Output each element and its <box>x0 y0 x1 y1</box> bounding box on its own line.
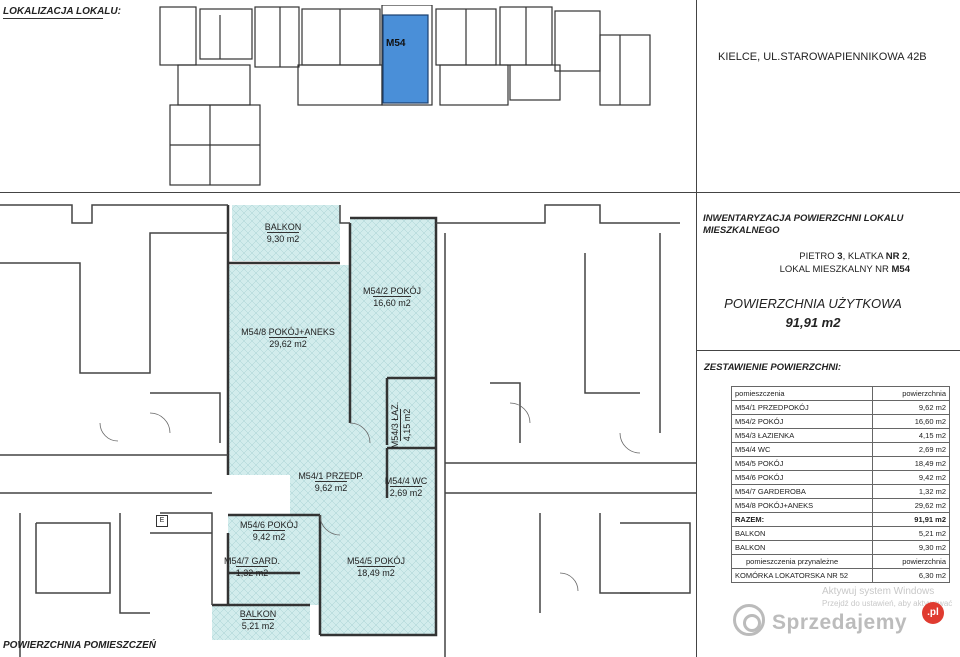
building-key-plan <box>159 5 651 186</box>
col-room: pomieszczenia <box>731 386 873 401</box>
header-underline <box>3 18 103 19</box>
panel-divider <box>696 350 960 351</box>
summary-title: ZESTAWIENIE POWIERZCHNI: <box>704 362 842 373</box>
brand-badge: .pl <box>922 602 944 624</box>
usable-area-value: 91,91 m2 <box>785 315 841 330</box>
elevator-mark: E <box>156 515 168 527</box>
floor-line: PIETRO 3, KLATKA NR 2, <box>799 251 910 262</box>
footer-label: POWIERZCHNIA POMIESZCZEŃ <box>3 640 156 651</box>
summary-table: pomieszczenia powierzchnia M54/1 PRZEDPO… <box>731 386 950 583</box>
frame-divider-vertical <box>696 0 697 657</box>
unit-highlight <box>382 14 429 104</box>
room-label-m54-7: M54/7 GARD.1,32 m2 <box>223 556 281 578</box>
brand-logo-icon <box>733 604 765 636</box>
floor-plan <box>0 204 696 657</box>
unit-line: LOKAL MIESZKALNY NR M54 <box>779 264 910 275</box>
brand-name: Sprzedajemy <box>772 611 908 634</box>
windows-watermark-sub: Przejdź do ustawień, aby aktywować <box>822 599 953 608</box>
building-walls <box>0 204 696 657</box>
address: KIELCE, UL.STAROWAPIENNIKOWA 42B <box>718 51 927 63</box>
inventory-title: INWENTARYZACJA POWIERZCHNI LOKALU MIESZK… <box>703 213 904 236</box>
unit-tag: M54 <box>386 38 406 49</box>
room-label-m54-1: M54/1 PRZEDP.9,62 m2 <box>298 471 364 493</box>
summary-header-row: pomieszczenia powierzchnia <box>731 386 950 401</box>
localization-label: LOKALIZACJA LOKALU: <box>3 6 121 17</box>
total-row: RAZEM:91,91 m2 <box>731 512 950 527</box>
room-label-m54-3: M54/3 ŁAZ.4,15 m2 <box>390 401 412 449</box>
windows-watermark-title: Aktywuj system Windows <box>822 586 935 597</box>
usable-area-label: POWIERZCHNIA UŻYTKOWA <box>724 296 902 311</box>
frame-divider-horizontal <box>0 192 960 193</box>
col-area: powierzchnia <box>872 386 950 401</box>
unit-area <box>212 205 435 640</box>
unit-walls <box>212 205 438 637</box>
door-swings <box>99 402 641 592</box>
